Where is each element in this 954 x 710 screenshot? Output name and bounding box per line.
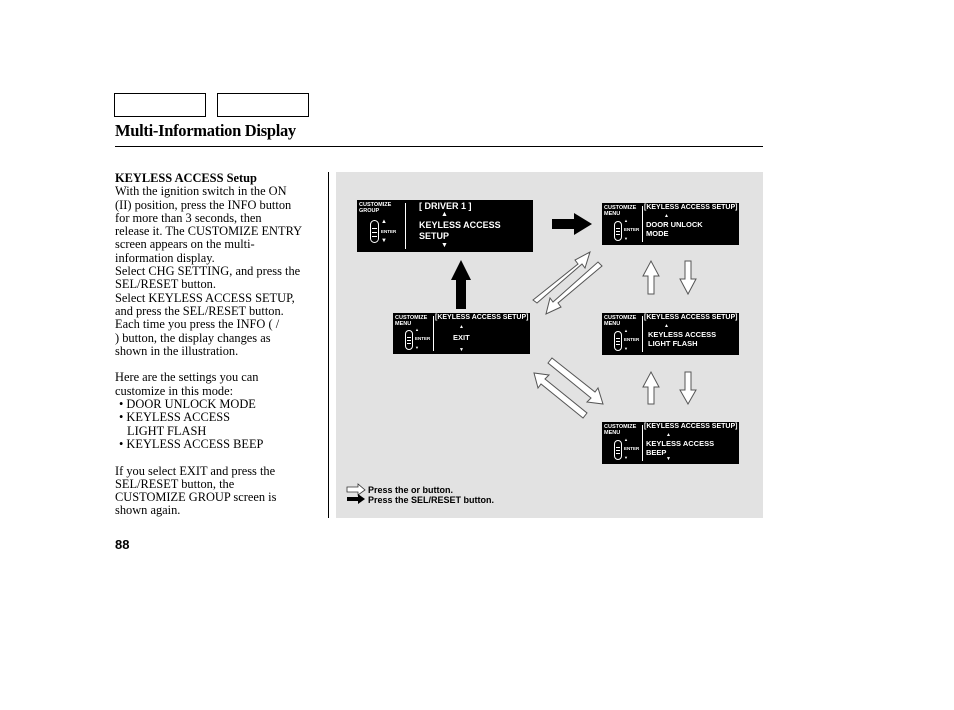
diagram-panel: CUSTOMIZE GROUP ▲ ENTER ▼ [ DRIVER 1 ] ▲…	[336, 172, 763, 518]
screen-main: KEYLESS ACCESS SETUP	[419, 220, 501, 241]
text-line: customize in this mode:	[115, 383, 234, 398]
screen-door-unlock-mode: CUSTOMIZE MENU ▲ ENTER ▼ [KEYLESS ACCESS…	[602, 203, 739, 245]
text-line: shown in the illustration.	[115, 343, 239, 358]
text-line: and press the SEL/RESET button.	[115, 303, 284, 318]
text-line: • KEYLESS ACCESS	[119, 410, 231, 425]
flow-arrows	[346, 213, 697, 504]
legend-info-text: Press the or button.	[368, 485, 454, 495]
info-arrow-down-1	[679, 260, 697, 296]
text-line: With the ignition switch in the ON	[115, 184, 287, 199]
page-title: Multi-Information Display	[115, 121, 296, 140]
info-arrow-up-1	[642, 259, 660, 295]
text-line: CUSTOMIZE GROUP screen is	[115, 490, 277, 505]
body-text: KEYLESS ACCESS Setup With the ignition s…	[115, 171, 325, 518]
screen-side-label: CUSTOMIZE MENU	[604, 205, 637, 217]
screen-keyless-beep: CUSTOMIZE MENU ▲ ENTER ▼ [KEYLESS ACCESS…	[602, 422, 739, 464]
text-line: information display.	[115, 250, 215, 265]
legend-solid-arrow	[347, 494, 365, 504]
header-tab-box-2	[217, 93, 309, 117]
knob-icon	[614, 221, 622, 241]
info-arrow-down-2	[679, 371, 697, 406]
text-line: (II) position, press the INFO button	[115, 197, 292, 212]
page-number: 88	[115, 537, 130, 552]
sel-arrow-up	[451, 260, 471, 309]
instructions: With the ignition switch in the ON(II) p…	[115, 184, 325, 358]
knob-icon	[370, 220, 379, 243]
text-line: ) button, the display changes as	[115, 330, 271, 345]
screen-header: [KEYLESS ACCESS SETUP]	[644, 423, 738, 430]
screen-main: EXIT	[453, 333, 470, 342]
text-line: Select KEYLESS ACCESS SETUP,	[115, 290, 295, 305]
screen-header: [KEYLESS ACCESS SETUP]	[435, 314, 529, 321]
screen-main: KEYLESS ACCESS LIGHT FLASH	[648, 330, 717, 348]
text-line: shown again.	[115, 503, 181, 518]
screen-side-label: CUSTOMIZE MENU	[604, 315, 637, 327]
text-line: Select CHG SETTING, and press the	[115, 264, 301, 279]
screen-header: [KEYLESS ACCESS SETUP]	[644, 204, 738, 211]
info-arrow-diag-down-2	[547, 357, 604, 405]
text-line: • DOOR UNLOCK MODE	[119, 397, 256, 412]
legend-outline-arrow	[346, 483, 366, 496]
knob-icon	[614, 440, 622, 460]
screen-main: KEYLESS ACCESS BEEP	[646, 439, 715, 457]
screen-exit: CUSTOMIZE MENU ▲ ENTER ▼ [KEYLESS ACCESS…	[393, 313, 530, 354]
info-arrow-up-2	[642, 370, 660, 405]
legend-sel-text: Press the SEL/RESET button.	[368, 495, 495, 505]
text-line: for more than 3 seconds, then	[115, 210, 262, 225]
column-divider	[328, 172, 329, 518]
knob-icon	[405, 330, 413, 350]
text-line: Here are the settings you can	[115, 370, 259, 385]
screen-header: [ DRIVER 1 ]	[419, 201, 472, 211]
text-line: screen appears on the multi-	[115, 237, 255, 252]
text-line: If you select EXIT and press the	[115, 463, 276, 478]
screen-customize-group: CUSTOMIZE GROUP ▲ ENTER ▼ [ DRIVER 1 ] ▲…	[357, 200, 533, 252]
header-tab-box-1	[114, 93, 206, 117]
knob-icon	[614, 331, 622, 351]
screen-side-label: CUSTOMIZE GROUP	[359, 202, 392, 214]
screen-header: [KEYLESS ACCESS SETUP]	[644, 314, 738, 321]
info-arrow-diag-up-1	[532, 250, 591, 304]
text-line: release it. The CUSTOMIZE ENTRY	[115, 224, 303, 239]
sel-arrow-right	[552, 213, 592, 235]
text-line: • KEYLESS ACCESS BEEP	[119, 436, 264, 451]
title-rule	[115, 146, 763, 147]
text-line: Each time you press the INFO ( /	[115, 317, 280, 332]
section-heading: KEYLESS ACCESS Setup	[115, 171, 257, 185]
info-arrow-diag-up-2	[533, 372, 588, 419]
screen-light-flash: CUSTOMIZE MENU ▲ ENTER ▼ [KEYLESS ACCESS…	[602, 313, 739, 355]
screen-main: DOOR UNLOCK MODE	[646, 220, 703, 238]
text-line: SEL/RESET button, the	[115, 476, 235, 491]
screen-side-label: CUSTOMIZE MENU	[604, 424, 637, 436]
text-line: SEL/RESET button.	[115, 277, 216, 292]
text-line: LIGHT FLASH	[127, 423, 207, 438]
screen-side-label: CUSTOMIZE MENU	[395, 315, 428, 327]
info-arrow-diag-down-1	[545, 261, 603, 315]
